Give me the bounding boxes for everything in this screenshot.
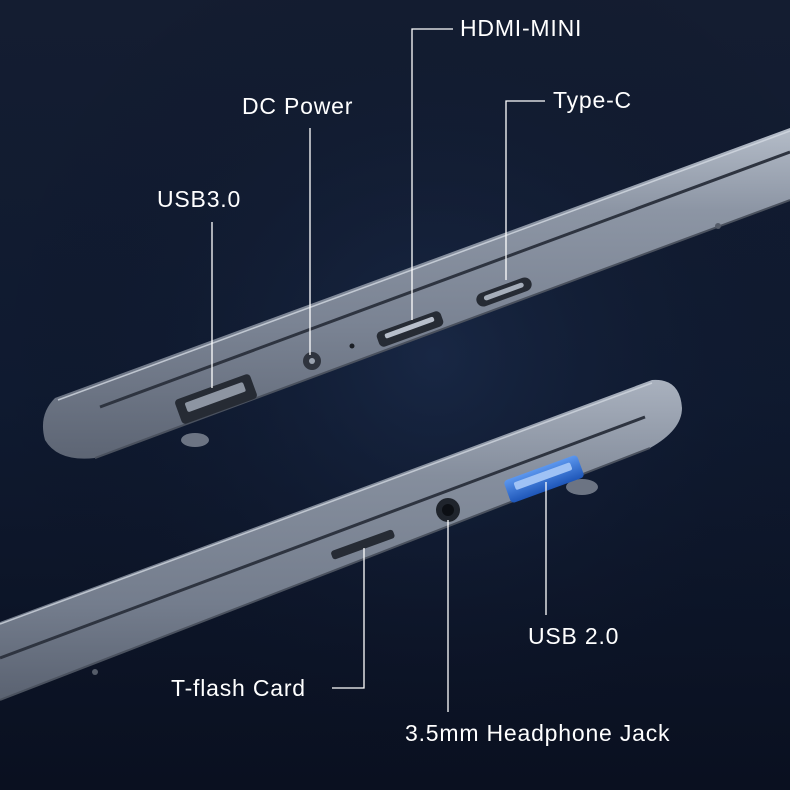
label-usb20: USB 2.0 [528, 623, 620, 649]
label-tflash: T-flash Card [171, 675, 306, 701]
type-c-port [476, 277, 532, 307]
callout-lines [211, 28, 547, 712]
callout-line-tflash [332, 548, 365, 689]
hdmi-mini-port [376, 311, 444, 347]
label-hdmi-mini: HDMI-MINI [460, 15, 583, 41]
headphone-jack-port [436, 498, 460, 522]
laptop-top-foot [181, 433, 209, 447]
tflash-card-slot [331, 529, 395, 560]
label-type-c: Type-C [553, 87, 632, 113]
label-dc-power: DC Power [242, 93, 354, 119]
laptop-bottom-body [0, 379, 682, 700]
laptop-top [43, 128, 790, 459]
laptop-top-highlight [57, 130, 790, 401]
dc-power-port [303, 352, 321, 370]
laptop-bottom [0, 379, 682, 701]
usb30-port [175, 374, 257, 424]
laptop-bottom-lid-seam [0, 415, 646, 660]
indicator-led [349, 343, 355, 349]
laptop-bottom-foot [566, 479, 598, 495]
label-headphone: 3.5mm Headphone Jack [405, 720, 671, 746]
laptop-bottom-highlight [0, 382, 653, 625]
laptop-top-lid-seam [99, 150, 790, 409]
screw-bottom-left [92, 669, 98, 675]
usb20-port [504, 455, 584, 503]
callout-line-hdmi-mini [411, 28, 453, 320]
screw-top-right [715, 223, 721, 229]
callout-line-type-c [505, 100, 545, 280]
laptop-top-body [43, 128, 790, 459]
label-usb30: USB3.0 [157, 186, 242, 212]
laptop-top-lower-edge [94, 199, 790, 459]
